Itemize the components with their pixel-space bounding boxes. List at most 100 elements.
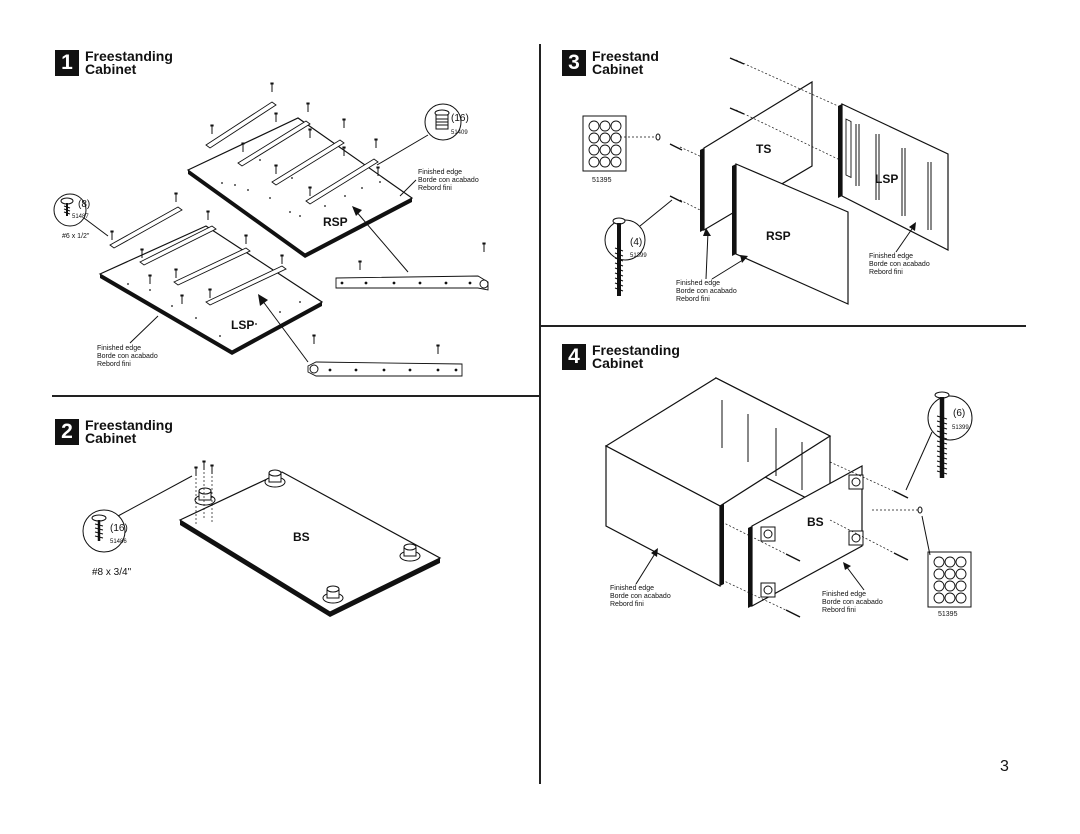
step-4-illustration: BS (6) 513 xyxy=(604,377,973,618)
step-3-illustration: 51395 TS RSP LSP xyxy=(582,57,949,305)
step-title: Freestanding Cabinet xyxy=(85,417,173,446)
lsp-panel xyxy=(838,103,949,251)
screw-size: #6 x 1/2" xyxy=(62,233,90,240)
finished-edge-en: Finished edge xyxy=(97,345,141,352)
finished-edge-fr: Rebord fini xyxy=(822,607,856,614)
finished-edge-es: Borde con acabado xyxy=(676,288,737,295)
screw-size: #8 x 3/4" xyxy=(92,567,132,578)
cap-sheet-code: 51395 xyxy=(592,177,612,184)
step-1-illustration: RSP (16) 51409 Finished edge Borde con a… xyxy=(53,82,489,377)
step-2-header: 2 Freestanding Cabinet xyxy=(55,417,173,446)
interior-rails xyxy=(721,400,803,490)
step-title-line2: Cabinet xyxy=(85,430,137,446)
step-title: Freestanding Cabinet xyxy=(592,342,680,371)
finished-edge-es: Borde con acabado xyxy=(822,599,883,606)
finished-edge-en: Finished edge xyxy=(869,253,913,260)
step-3-header: 3 Freestand Cabinet xyxy=(562,48,659,77)
step-title: Freestand Cabinet xyxy=(592,48,659,77)
step-number: 2 xyxy=(55,419,79,445)
screw-code: 51409 xyxy=(451,130,468,136)
finished-edge-en: Finished edge xyxy=(822,591,866,598)
step-title-line1: Freestanding xyxy=(85,417,173,433)
step-title-line1: Freestanding xyxy=(592,342,680,358)
bs-label: BS xyxy=(293,530,310,544)
levelers xyxy=(194,469,421,604)
finished-edge-label-rsp: Finished edge Borde con acabado Rebord f… xyxy=(399,169,479,197)
finished-edge-label-step3-left: Finished edge Borde con acabado Rebord f… xyxy=(676,228,748,303)
cap-sheet: 51395 xyxy=(921,515,972,618)
step-number: 3 xyxy=(562,50,586,76)
finished-edge-fr: Rebord fini xyxy=(97,361,131,368)
bs-label: BS xyxy=(807,515,824,529)
finished-edge-es: Borde con acabado xyxy=(610,593,671,600)
finished-edge-label-step4-left: Finished edge Borde con acabado Rebord f… xyxy=(610,548,671,608)
screw-callout-16: (16) 51486 xyxy=(82,475,193,553)
rsp-holes xyxy=(221,159,381,217)
screw-qty: (16) xyxy=(110,523,128,534)
step-title-line2: Cabinet xyxy=(85,61,137,77)
rsp-panel xyxy=(186,117,414,258)
screw-qty: (4) xyxy=(630,237,642,248)
bs-screws xyxy=(193,460,215,525)
screw-code: 51487 xyxy=(72,214,89,220)
screw-qty: (6) xyxy=(953,408,965,419)
lsp-holes xyxy=(127,283,301,337)
cap-sheet: 51395 xyxy=(582,115,661,184)
step-title-line1: Freestand xyxy=(592,48,659,64)
ts-screws xyxy=(669,57,841,213)
step-title-line2: Cabinet xyxy=(592,61,644,77)
screw-code: 51399 xyxy=(952,425,969,431)
bs-screws xyxy=(721,461,923,618)
step-title: Freestanding Cabinet xyxy=(85,48,173,77)
slide-rail-left xyxy=(258,294,463,377)
finished-edge-fr: Rebord fini xyxy=(676,296,710,303)
screw-callout-8: (8) 51487 #6 x 1/2" xyxy=(53,193,109,240)
lsp-label: LSP xyxy=(875,172,898,186)
ts-panel xyxy=(700,80,813,232)
step-4-header: 4 Freestanding Cabinet xyxy=(562,342,680,371)
step-number: 4 xyxy=(562,344,586,370)
horizontal-divider-left xyxy=(52,395,539,397)
levelers xyxy=(760,474,864,598)
step-2-illustration: BS (16) 51486 #8 x 3/4" xyxy=(82,460,442,617)
slide-rail-right xyxy=(335,206,489,291)
screw-callout-16: (16) 51409 xyxy=(376,103,469,166)
cap-sheet-code: 51395 xyxy=(938,611,958,618)
finished-edge-es: Borde con acabado xyxy=(97,353,158,360)
screw-qty: (16) xyxy=(451,113,469,124)
screw-callout-6: (6) 51399 xyxy=(905,391,973,491)
ts-label: TS xyxy=(756,142,771,156)
page-number: 3 xyxy=(1000,758,1009,775)
finished-edge-fr: Rebord fini xyxy=(610,601,644,608)
finished-edge-en: Finished edge xyxy=(418,169,462,176)
rsp-panel xyxy=(732,163,849,305)
lsp-label: LSP xyxy=(231,318,254,332)
screw-code: 51399 xyxy=(630,253,647,259)
step-1-header: 1 Freestanding Cabinet xyxy=(55,48,173,77)
step-title-line1: Freestanding xyxy=(85,48,173,64)
rsp-label: RSP xyxy=(323,215,348,229)
left-side-panel xyxy=(604,377,832,587)
finished-edge-label-lsp: Finished edge Borde con acabado Rebord f… xyxy=(97,315,159,368)
horizontal-divider-right xyxy=(541,325,1026,327)
finished-edge-fr: Rebord fini xyxy=(418,185,452,192)
rsp-label: RSP xyxy=(766,229,791,243)
vertical-divider xyxy=(539,44,541,784)
step-number: 1 xyxy=(55,50,79,76)
rsp-rails xyxy=(205,101,379,205)
finished-edge-es: Borde con acabado xyxy=(869,261,930,268)
finished-edge-label-step3-right: Finished edge Borde con acabado Rebord f… xyxy=(869,222,930,276)
bs-panel xyxy=(178,471,442,617)
finished-edge-label-step4-right: Finished edge Borde con acabado Rebord f… xyxy=(822,562,883,614)
finished-edge-es: Borde con acabado xyxy=(418,177,479,184)
finished-edge-fr: Rebord fini xyxy=(869,269,903,276)
step-title-line2: Cabinet xyxy=(592,355,644,371)
finished-edge-en: Finished edge xyxy=(610,585,654,592)
lsp-rails xyxy=(109,206,287,306)
bs-panel xyxy=(748,464,863,608)
screw-code: 51486 xyxy=(110,539,127,545)
screw-callout-4: (4) 51399 xyxy=(604,199,673,296)
screw-qty: (8) xyxy=(78,199,90,210)
finished-edge-en: Finished edge xyxy=(676,280,720,287)
